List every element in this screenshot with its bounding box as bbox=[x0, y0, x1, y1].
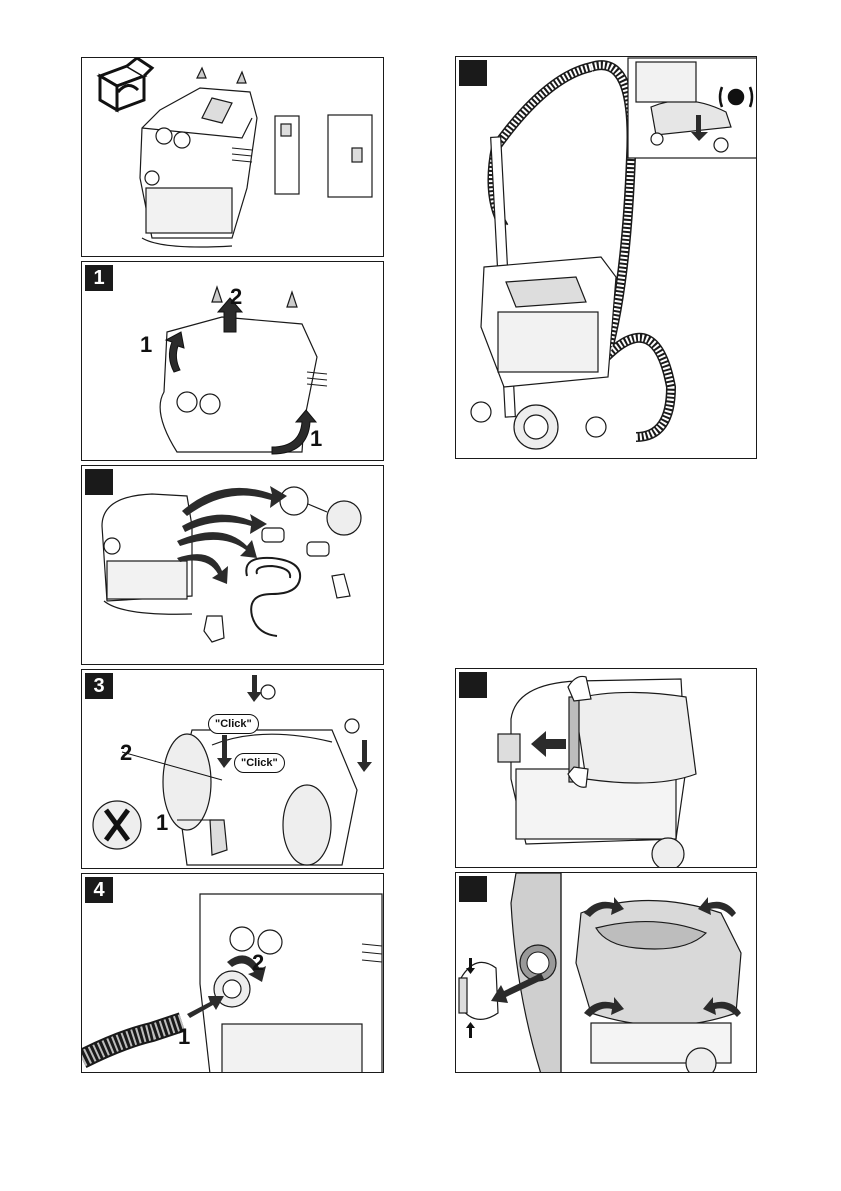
panel-bag-remove bbox=[455, 872, 757, 1073]
box-icon bbox=[100, 58, 152, 110]
callout-1-left: 1 bbox=[140, 332, 152, 358]
callout-2: 2 bbox=[252, 950, 264, 976]
panel-step-2 bbox=[81, 465, 384, 665]
step-badge: 1 bbox=[85, 265, 113, 291]
step3-illustration bbox=[82, 670, 384, 869]
callout-2-top: 2 bbox=[230, 284, 242, 310]
step4-illustration bbox=[82, 874, 384, 1073]
unpack-illustration bbox=[82, 58, 384, 257]
click-label: "Click" bbox=[208, 714, 259, 734]
vacuum-illustration bbox=[140, 68, 257, 247]
callout-1: 1 bbox=[156, 810, 168, 836]
step2-illustration bbox=[82, 466, 384, 665]
panel-bag-insert bbox=[455, 668, 757, 868]
step-badge: 4 bbox=[85, 877, 113, 903]
step-badge bbox=[459, 672, 487, 698]
panel-hose-overview bbox=[455, 56, 757, 459]
panel-unpack bbox=[81, 57, 384, 257]
callout-1: 1 bbox=[178, 1024, 190, 1050]
panel-step-4: 4 1 2 bbox=[81, 873, 384, 1073]
step-badge bbox=[85, 469, 113, 495]
click-label: "Click" bbox=[234, 753, 285, 773]
panel-step-3: 3 2 1 "Click" "Click" bbox=[81, 669, 384, 869]
panel-step-1: 1 1 2 1 bbox=[81, 261, 384, 461]
bag-insert-illustration bbox=[456, 669, 757, 868]
hose-illustration bbox=[456, 57, 757, 459]
manual-illustration bbox=[275, 115, 372, 197]
step-badge: 3 bbox=[85, 673, 113, 699]
step-badge bbox=[459, 876, 487, 902]
bag-remove-illustration bbox=[456, 873, 757, 1073]
step-badge bbox=[459, 60, 487, 86]
callout-2: 2 bbox=[120, 740, 132, 766]
callout-1-right: 1 bbox=[310, 426, 322, 452]
